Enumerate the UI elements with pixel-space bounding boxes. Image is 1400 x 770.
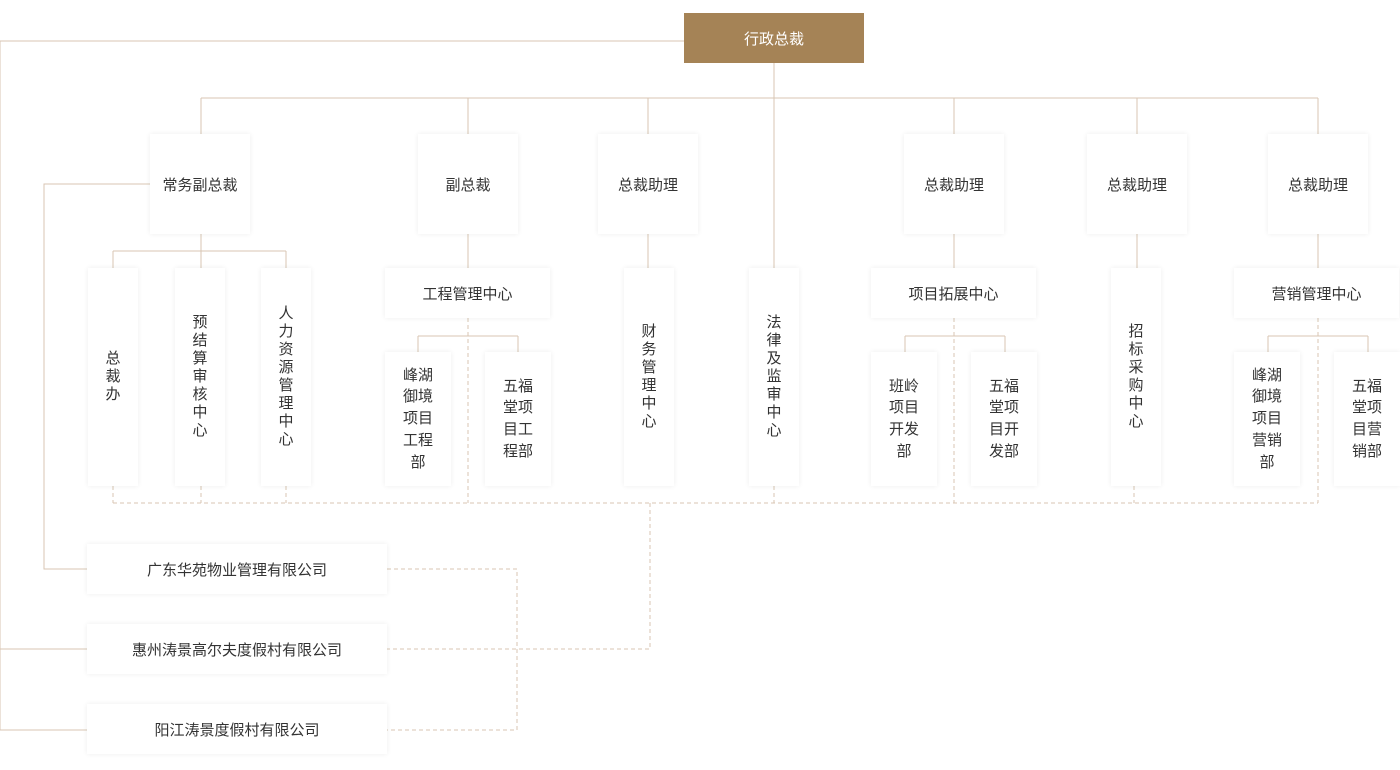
evp-box[interactable]: 常务副总裁 bbox=[150, 134, 250, 234]
procurement-center-box[interactable]: 招标采购中心 bbox=[1111, 268, 1161, 486]
wufu-development-box[interactable]: 五福堂项目开发部 bbox=[971, 352, 1037, 486]
hr-center-box[interactable]: 人力资源管理中心 bbox=[261, 268, 311, 486]
wufu-engineering-label: 五福堂项目工程部 bbox=[502, 377, 533, 460]
vp-label: 副总裁 bbox=[445, 176, 491, 194]
finance-center-box[interactable]: 财务管理中心 bbox=[624, 268, 674, 486]
expansion-center-box[interactable]: 项目拓展中心 bbox=[871, 268, 1036, 318]
assistant-label-1: 总裁助理 bbox=[617, 176, 678, 194]
wufu-engineering-box[interactable]: 五福堂项目工程部 bbox=[485, 352, 551, 486]
banling-development-box[interactable]: 班岭项目开发部 bbox=[871, 352, 937, 486]
assistant-box-1[interactable]: 总裁助理 bbox=[598, 134, 698, 234]
engineering-center-box[interactable]: 工程管理中心 bbox=[385, 268, 550, 318]
assistant-label-3: 总裁助理 bbox=[1106, 176, 1167, 194]
golf-company-box[interactable]: 惠州涛景高尔夫度假村有限公司 bbox=[87, 624, 387, 674]
engineering-center-label: 工程管理中心 bbox=[422, 285, 513, 303]
assistant-label-4: 总裁助理 bbox=[1287, 176, 1348, 194]
property-company-label: 广东华苑物业管理有限公司 bbox=[146, 561, 327, 579]
fenghu-marketing-label: 峰湖御境项目营销部 bbox=[1251, 366, 1282, 471]
marketing-center-box[interactable]: 营销管理中心 bbox=[1234, 268, 1399, 318]
property-company-box[interactable]: 广东华苑物业管理有限公司 bbox=[87, 544, 387, 594]
budget-audit-box[interactable]: 预结算审核中心 bbox=[175, 268, 225, 486]
hr-center-label: 人力资源管理中心 bbox=[278, 305, 294, 448]
legal-center-box[interactable]: 法律及监审中心 bbox=[749, 268, 799, 486]
golf-company-label: 惠州涛景高尔夫度假村有限公司 bbox=[131, 641, 342, 659]
assistant-box-4[interactable]: 总裁助理 bbox=[1268, 134, 1368, 234]
fenghu-engineering-box[interactable]: 峰湖御境项目工程部 bbox=[385, 352, 451, 486]
wufu-marketing-label: 五福堂项目营销部 bbox=[1351, 377, 1382, 460]
banling-development-label: 班岭项目开发部 bbox=[888, 377, 919, 460]
finance-center-label: 财务管理中心 bbox=[641, 323, 657, 430]
legal-center-label: 法律及监审中心 bbox=[766, 314, 782, 439]
president-office-label: 总裁办 bbox=[105, 350, 121, 403]
yangjiang-company-box[interactable]: 阳江涛景度假村有限公司 bbox=[87, 704, 387, 754]
ceo-label: 行政总裁 bbox=[743, 30, 804, 48]
fenghu-marketing-box[interactable]: 峰湖御境项目营销部 bbox=[1234, 352, 1300, 486]
yangjiang-company-label: 阳江涛景度假村有限公司 bbox=[154, 721, 320, 739]
vp-box[interactable]: 副总裁 bbox=[418, 134, 518, 234]
budget-audit-label: 预结算审核中心 bbox=[192, 314, 208, 439]
assistant-box-2[interactable]: 总裁助理 bbox=[904, 134, 1004, 234]
president-office-box[interactable]: 总裁办 bbox=[88, 268, 138, 486]
expansion-center-label: 项目拓展中心 bbox=[908, 285, 999, 303]
evp-label: 常务副总裁 bbox=[162, 176, 238, 194]
fenghu-engineering-label: 峰湖御境项目工程部 bbox=[402, 366, 433, 471]
assistant-label-2: 总裁助理 bbox=[923, 176, 984, 194]
procurement-center-label: 招标采购中心 bbox=[1128, 323, 1144, 430]
marketing-center-label: 营销管理中心 bbox=[1271, 285, 1362, 303]
wufu-marketing-box[interactable]: 五福堂项目营销部 bbox=[1334, 352, 1400, 486]
assistant-box-3[interactable]: 总裁助理 bbox=[1087, 134, 1187, 234]
wufu-development-label: 五福堂项目开发部 bbox=[988, 377, 1019, 460]
ceo-box[interactable]: 行政总裁 bbox=[684, 13, 864, 63]
